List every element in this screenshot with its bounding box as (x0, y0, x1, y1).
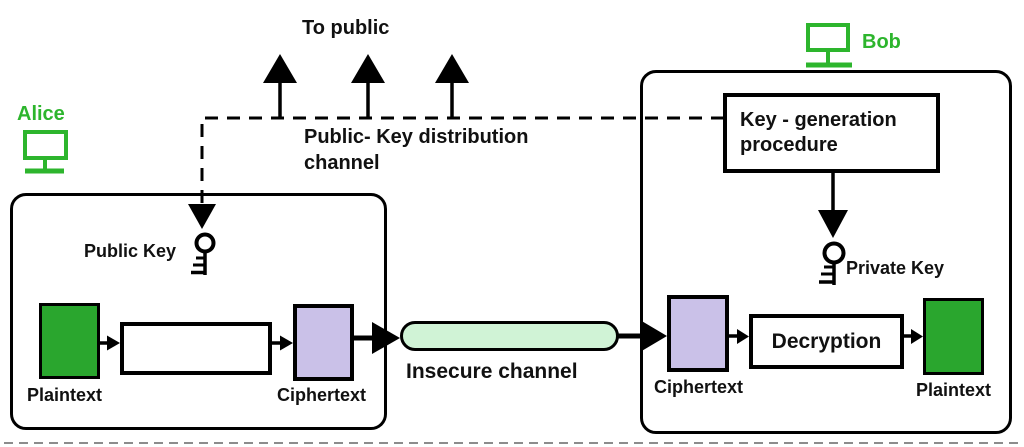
plaintext-left-box (39, 303, 100, 379)
key-generation-label: Key - generation procedure (727, 97, 936, 169)
bob-label: Bob (862, 31, 901, 53)
distribution-channel-line1: Public- Key distribution (304, 126, 529, 148)
plaintext-left-label: Plaintext (27, 385, 103, 405)
public-key-label: Public Key (84, 241, 177, 261)
encryption-box (120, 322, 272, 375)
alice-label: Alice (17, 103, 65, 125)
up-arrow-icon (263, 54, 297, 118)
plaintext-right-box (923, 298, 984, 375)
distribution-channel-line2: channel (304, 152, 380, 174)
decryption-box: Decryption (749, 314, 904, 369)
monitor-icon-alice (23, 130, 68, 174)
ciphertext-right-label: Ciphertext (654, 377, 744, 397)
plaintext-right-label: Plaintext (916, 380, 992, 400)
ciphertext-left-box (293, 304, 354, 381)
insecure-channel-pill (400, 321, 619, 351)
up-arrow-icon (435, 54, 469, 118)
key-generation-box: Key - generation procedure (723, 93, 940, 173)
monitor-icon-bob (806, 23, 852, 68)
up-arrow-icon (351, 54, 385, 118)
key-generation-line1: Key - generation (740, 109, 897, 131)
insecure-channel-label: Insecure channel (406, 360, 578, 383)
to-public-label: To public (302, 17, 390, 39)
ciphertext-right-box (667, 295, 729, 372)
decryption-label: Decryption (771, 329, 882, 353)
distribution-channel-label: Public- Key distribution channel (304, 124, 528, 176)
key-generation-line2: procedure (740, 134, 838, 156)
ciphertext-left-label: Ciphertext (277, 385, 367, 405)
private-key-label: Private Key (846, 258, 945, 278)
